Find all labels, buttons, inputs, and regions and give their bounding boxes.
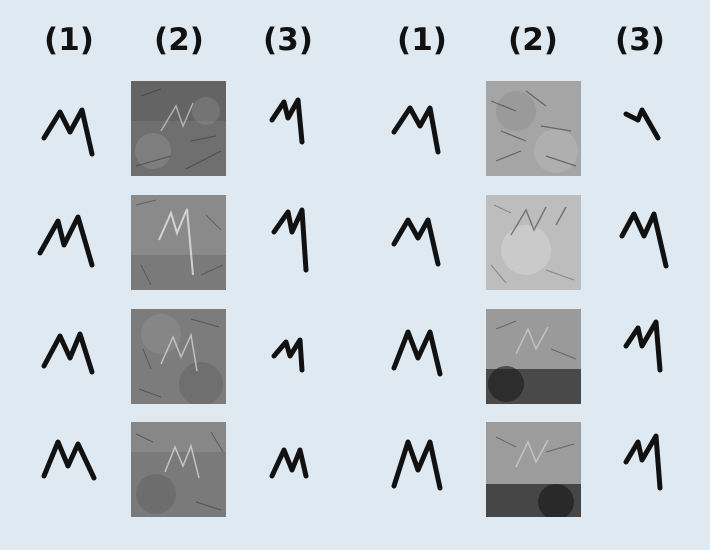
drawing-glyph (391, 217, 441, 267)
drawing-glyph (41, 107, 95, 157)
trace-glyph (269, 447, 309, 479)
inscription-photo (486, 422, 581, 517)
drawing-glyph (391, 329, 443, 377)
trace-glyph (623, 433, 663, 491)
inscription-photo (486, 309, 581, 404)
drawing-glyph (391, 439, 443, 491)
header-panel1-col1: (1) (44, 22, 94, 58)
inscription-photo (131, 195, 226, 290)
header-panel2-col3: (3) (615, 22, 665, 58)
header-panel2-col1: (1) (397, 22, 447, 58)
drawing-glyph (41, 331, 95, 375)
inscription-photo (131, 422, 226, 517)
header-panel2-col2: (2) (508, 22, 558, 58)
inscription-photo (131, 81, 226, 176)
drawing-glyph (41, 439, 97, 481)
drawing-glyph (391, 105, 441, 155)
inscription-photo (131, 309, 226, 404)
inscription-photo (486, 81, 581, 176)
drawing-glyph (37, 214, 95, 268)
inscription-photo (486, 195, 581, 290)
trace-glyph (269, 97, 305, 145)
trace-glyph (623, 107, 661, 141)
header-panel1-col2: (2) (154, 22, 204, 58)
trace-glyph (271, 337, 305, 373)
trace-glyph (619, 211, 669, 269)
trace-glyph (271, 207, 309, 273)
header-panel1-col3: (3) (263, 22, 313, 58)
trace-glyph (623, 319, 663, 373)
